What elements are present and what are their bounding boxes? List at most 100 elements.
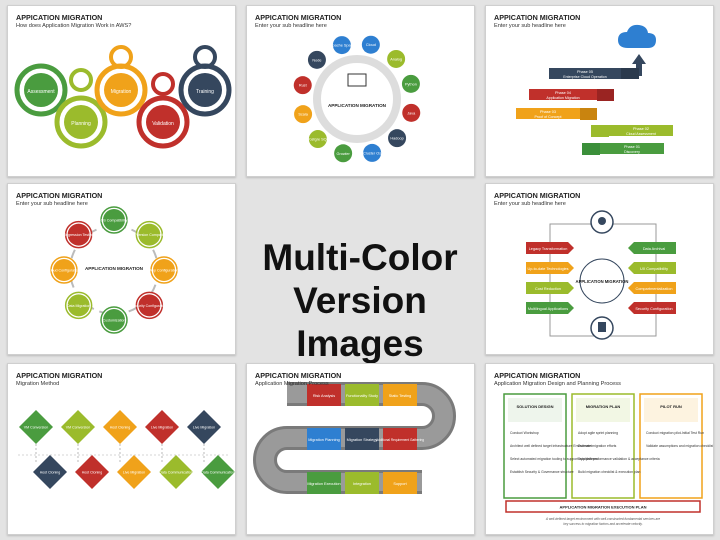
phase-label: Phase 02 (633, 127, 649, 131)
process-node (103, 209, 125, 231)
phase-desc: Proof of Concept (535, 115, 562, 119)
slide-title: APPICATION MIGRATION (494, 13, 581, 22)
diagram-center-label: APPLICATION MIGRATION (576, 279, 629, 284)
right-item-label: Security Configuration (635, 307, 672, 311)
bullet-item: Validate assumptions and migration check… (646, 444, 713, 448)
method-diamond (61, 410, 95, 444)
method-diamond (117, 455, 151, 489)
ring-label: Planning (71, 121, 91, 127)
method-diamond (75, 455, 109, 489)
left-item-label: Up-to-date Technologies (527, 267, 568, 271)
bullet-item: Establish performance validation & accep… (578, 457, 660, 461)
process-node-label: Regression Testing (63, 233, 94, 237)
slide-subtitle: How does Application Migration Work in A… (16, 23, 132, 29)
circular-tech-diagram: APPLICATION MIGRATION CloudAnalogPythonJ… (293, 35, 421, 163)
center-title-line2: Version Images (293, 280, 427, 364)
method-diamond (19, 410, 53, 444)
process-step-label: Migration Strategy (347, 438, 378, 442)
tech-node (334, 144, 353, 163)
footer-note: key success to migration factors and acc… (563, 522, 642, 526)
tech-node-label: Cloud (366, 43, 376, 47)
slide-subtitle: Enter your sub headline here (494, 23, 566, 29)
tech-node (387, 49, 406, 68)
lightbulb-icon-base (598, 322, 606, 332)
tech-node-label: Cluster Os (363, 151, 381, 155)
bullet-item: Conduct migration pilot-Initial Test Run (646, 431, 704, 435)
hexagon-arrows-diagram: APPLICATION MIGRATION Legacy Transformat… (526, 210, 676, 340)
tech-node-label: Rust (299, 84, 308, 88)
method-diamond (145, 410, 179, 444)
method-label: Live Migration (151, 426, 173, 430)
tech-node (294, 105, 313, 124)
method-label: Data Communication (201, 471, 235, 475)
slide-title: APPICATION MIGRATION (494, 371, 581, 380)
method-diamond (159, 455, 193, 489)
center-title-line1: Multi-Color (262, 237, 458, 278)
slide-subtitle: Application Migration Process (255, 381, 329, 387)
tech-node-label: Scala (298, 113, 308, 117)
slide-thumbnail-1[interactable]: Assessment Planning Migration Validation… (7, 5, 236, 177)
phase-desc: Application Migration (546, 96, 579, 100)
process-node (53, 259, 75, 281)
serpentine-process-graphic: Risk Analysis Functionality Study Static… (253, 382, 456, 494)
left-item-label: Legacy Transformation (529, 247, 568, 251)
tech-node-label: Hadoop (390, 137, 403, 141)
slide-subtitle: Enter your sub headline here (494, 201, 566, 207)
tech-node-label: Python (405, 82, 417, 86)
process-node-label: Customization (103, 319, 126, 323)
phase-label: Phase 01 (624, 145, 640, 149)
tech-node-label: Apache Spark (330, 44, 354, 48)
method-diamond (33, 455, 67, 489)
process-node-label: App Version Compatibility (129, 233, 170, 237)
method-label: VM Conversion (66, 426, 91, 430)
footer-note: A well-defined target environment with w… (545, 517, 661, 521)
process-step-label: Additional Requirement Gathering (376, 438, 424, 442)
slide-title: APPICATION MIGRATION (494, 191, 581, 200)
slide-subtitle: Enter your sub headline here (16, 201, 88, 207)
process-step-label: Static Testing (389, 394, 412, 398)
tech-node (401, 74, 420, 93)
slide-thumbnail-3[interactable]: Phase 05 Enterprise Cloud Operation Phas… (485, 5, 714, 177)
circular-process-diagram: APPLICATION MIGRATION OS CompatibilityAp… (48, 206, 178, 334)
tech-node (307, 50, 326, 69)
tech-node (388, 129, 407, 148)
bullet-item: Adopt agile sprint planning (578, 431, 618, 435)
process-node (103, 309, 125, 331)
planning-columns-graphic: SOLUTION DESIGN MIGRATION PLAN PILOT RUN… (503, 393, 713, 526)
slide-subtitle: Migration Method (16, 381, 60, 387)
cloud-icon (618, 24, 656, 48)
column-heading: MIGRATION PLAN (586, 404, 621, 409)
slide-thumbnail-5[interactable]: APPLICATION MIGRATION Legacy Transformat… (485, 183, 714, 355)
process-node (153, 259, 175, 281)
center-title: Multi-Color Version Images (247, 236, 473, 365)
bullet-item: Build migration checklist & execution pl… (578, 470, 640, 474)
bullet-item: Establish Security & Governance structur… (510, 470, 574, 474)
tech-node (363, 143, 382, 162)
bullet-item: Select automated migration tooling to su… (510, 457, 598, 461)
method-diamond (187, 410, 221, 444)
process-rings-graphic: Assessment Planning Migration Validation… (14, 45, 232, 149)
slide-title: APPICATION MIGRATION (16, 191, 103, 200)
server-icon (347, 73, 367, 87)
process-node-label: OS Compatibility (101, 219, 128, 223)
phase-label: Phase 05 (577, 70, 593, 74)
phase-label: Phase 04 (555, 91, 571, 95)
slide-subtitle: Enter your sub headline here (255, 23, 327, 29)
tech-node-label: Postgre SQL (307, 138, 329, 142)
tech-node (332, 36, 351, 55)
method-label: Host Cloning (40, 471, 61, 475)
slide-thumbnail-7[interactable]: Risk Analysis Functionality Study Static… (246, 363, 475, 535)
method-diamond (103, 410, 137, 444)
slide-thumbnail-8[interactable]: SOLUTION DESIGN MIGRATION PLAN PILOT RUN… (485, 363, 714, 535)
process-step-label: Support (393, 482, 407, 486)
diagram-center-label: APPLICATION MIGRATION (85, 266, 144, 271)
column-heading: SOLUTION DESIGN (516, 404, 553, 409)
execution-plan-bar: APPLICATION MIGRATION EXECUTION PLAN (560, 505, 647, 510)
slide-title: APPICATION MIGRATION (16, 371, 103, 380)
phase-label: Phase 03 (540, 110, 556, 114)
tech-node-label: Analog (390, 57, 402, 61)
ring-label: Assessment (27, 89, 55, 95)
